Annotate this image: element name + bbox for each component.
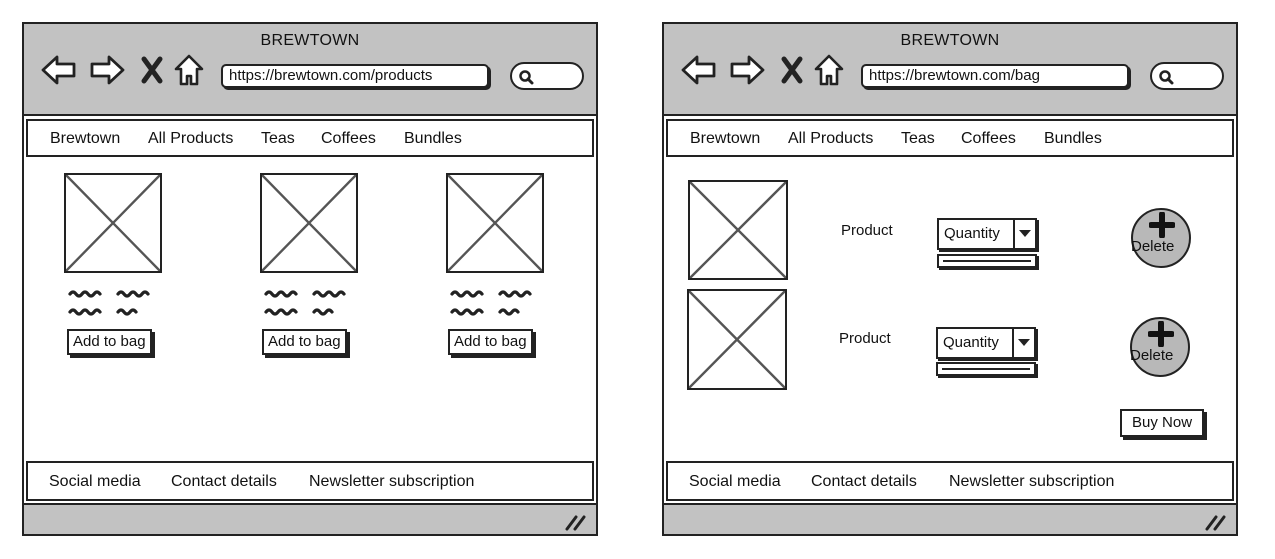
footer-link-social-media[interactable]: Social media: [49, 473, 141, 490]
product-image-placeholder[interactable]: [260, 173, 358, 273]
url-input[interactable]: https://brewtown.com/products: [221, 64, 489, 88]
home-icon[interactable]: [812, 52, 846, 88]
quantity-slider[interactable]: [937, 254, 1037, 268]
bag-item-product-label: Product: [839, 330, 891, 347]
footer-link-contact-details[interactable]: Contact details: [171, 473, 277, 490]
nav-item-brewtown[interactable]: Brewtown: [690, 130, 761, 147]
forward-arrow-icon[interactable]: [88, 52, 126, 88]
plus-icon: [1148, 321, 1174, 347]
site-footer: Social media Contact details Newsletter …: [666, 461, 1234, 501]
add-to-bag-button[interactable]: Add to bag: [262, 329, 347, 355]
nav-item-all-products[interactable]: All Products: [148, 130, 234, 147]
search-icon: [1159, 70, 1174, 85]
home-icon[interactable]: [172, 52, 206, 88]
quantity-dropdown-toggle[interactable]: [1013, 220, 1035, 248]
chevron-down-icon: [1018, 339, 1030, 346]
back-arrow-icon[interactable]: [680, 52, 718, 88]
buy-now-button[interactable]: Buy Now: [1120, 409, 1205, 437]
close-icon[interactable]: [140, 56, 164, 84]
search-icon: [519, 70, 534, 85]
products-browser-window: BREWTOWN https://brewtown.com/products B…: [22, 22, 598, 536]
delete-item-label: Delete: [1131, 238, 1175, 255]
nav-item-brewtown[interactable]: Brewtown: [50, 130, 121, 147]
bag-browser-window: BREWTOWN https://brewtown.com/bag Brewto…: [662, 22, 1238, 536]
resize-grip-icon[interactable]: [1204, 513, 1228, 531]
quantity-dropdown[interactable]: Quantity: [937, 218, 1037, 250]
plus-icon: [1149, 212, 1175, 238]
close-icon[interactable]: [780, 56, 804, 84]
bag-item-image-placeholder: [688, 180, 788, 280]
back-arrow-icon[interactable]: [40, 52, 78, 88]
browser-titlebar: BREWTOWN https://brewtown.com/bag: [664, 24, 1236, 116]
browser-statusbar: [664, 503, 1236, 534]
nav-item-teas[interactable]: Teas: [901, 130, 935, 147]
chevron-down-icon: [1019, 230, 1031, 237]
search-input[interactable]: [510, 62, 584, 90]
search-input[interactable]: [1150, 62, 1224, 90]
browser-statusbar: [24, 503, 596, 534]
product-description-scribble: [68, 290, 150, 316]
url-input[interactable]: https://brewtown.com/bag: [861, 64, 1129, 88]
product-image-placeholder[interactable]: [64, 173, 162, 273]
product-description-scribble: [264, 290, 346, 316]
product-description-scribble: [450, 290, 532, 316]
forward-arrow-icon[interactable]: [728, 52, 766, 88]
nav-item-coffees[interactable]: Coffees: [321, 130, 376, 147]
footer-link-newsletter[interactable]: Newsletter subscription: [949, 473, 1115, 490]
site-nav-menu: Brewtown All Products Teas Coffees Bundl…: [26, 119, 594, 157]
delete-item-button[interactable]: Delete: [1130, 317, 1190, 377]
quantity-dropdown-label: Quantity: [944, 225, 1000, 242]
nav-item-all-products[interactable]: All Products: [788, 130, 874, 147]
window-title: BREWTOWN: [900, 32, 1000, 49]
nav-item-bundles[interactable]: Bundles: [404, 130, 462, 147]
footer-link-contact-details[interactable]: Contact details: [811, 473, 917, 490]
nav-item-bundles[interactable]: Bundles: [1044, 130, 1102, 147]
footer-link-newsletter[interactable]: Newsletter subscription: [309, 473, 475, 490]
bag-item-image-placeholder: [687, 289, 787, 390]
product-image-placeholder[interactable]: [446, 173, 544, 273]
site-nav-menu: Brewtown All Products Teas Coffees Bundl…: [666, 119, 1234, 157]
window-title: BREWTOWN: [260, 32, 360, 49]
nav-item-coffees[interactable]: Coffees: [961, 130, 1016, 147]
add-to-bag-button[interactable]: Add to bag: [448, 329, 533, 355]
quantity-slider[interactable]: [936, 362, 1036, 376]
add-to-bag-button[interactable]: Add to bag: [67, 329, 152, 355]
delete-item-label: Delete: [1130, 347, 1174, 364]
nav-item-teas[interactable]: Teas: [261, 130, 295, 147]
footer-link-social-media[interactable]: Social media: [689, 473, 781, 490]
quantity-dropdown-label: Quantity: [943, 334, 999, 351]
site-footer: Social media Contact details Newsletter …: [26, 461, 594, 501]
resize-grip-icon[interactable]: [564, 513, 588, 531]
quantity-dropdown[interactable]: Quantity: [936, 327, 1036, 359]
browser-titlebar: BREWTOWN https://brewtown.com/products: [24, 24, 596, 116]
bag-item-product-label: Product: [841, 222, 893, 239]
quantity-dropdown-toggle[interactable]: [1012, 329, 1034, 357]
delete-item-button[interactable]: Delete: [1131, 208, 1191, 268]
